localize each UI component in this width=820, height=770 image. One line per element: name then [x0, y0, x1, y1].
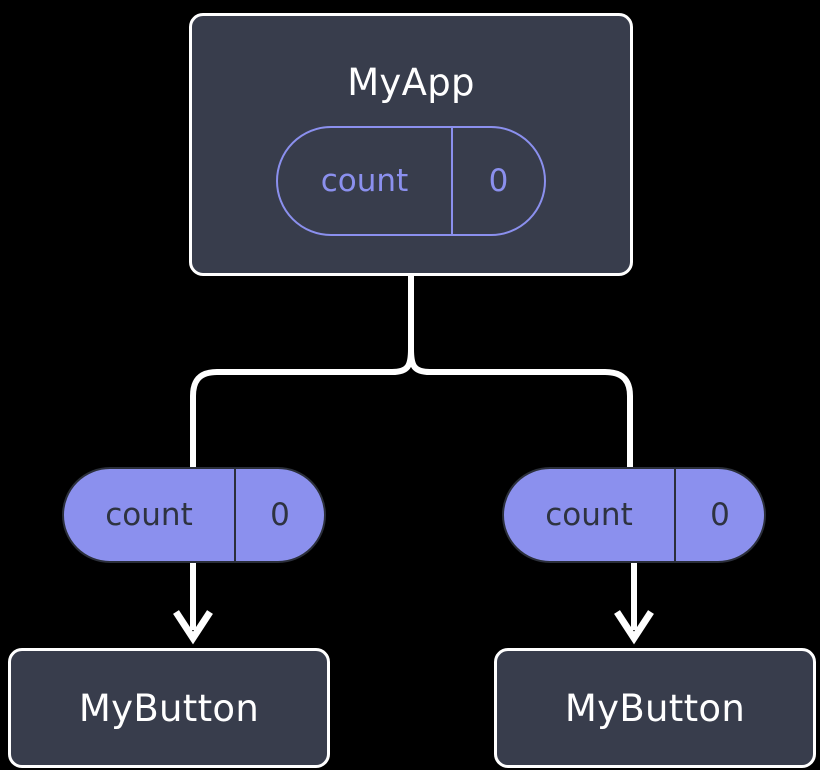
edge-branch-bus-left	[190, 348, 414, 467]
state-pill-left[interactable]: count 0	[62, 467, 326, 563]
component-label-mybutton: MyButton	[564, 686, 746, 730]
state-pill-value: 0	[710, 496, 730, 533]
state-pill-right[interactable]: count 0	[502, 467, 766, 563]
edge-branch-bus	[408, 348, 633, 467]
state-pill-key: count	[278, 128, 453, 234]
state-pill-value: 0	[488, 162, 509, 199]
arrow-right-pill-to-button	[614, 563, 654, 645]
state-pill-key: count	[504, 469, 676, 561]
component-label-mybutton: MyButton	[78, 686, 260, 730]
component-box-mybutton-right[interactable]: MyButton	[494, 648, 816, 768]
component-box-mybutton-left[interactable]: MyButton	[8, 648, 330, 768]
state-pill-value: 0	[270, 496, 290, 533]
arrow-left-pill-to-button	[173, 563, 213, 645]
component-label-myapp: MyApp	[347, 61, 475, 104]
state-pill-key: count	[64, 469, 236, 561]
state-pill-myapp[interactable]: count 0	[276, 126, 546, 236]
